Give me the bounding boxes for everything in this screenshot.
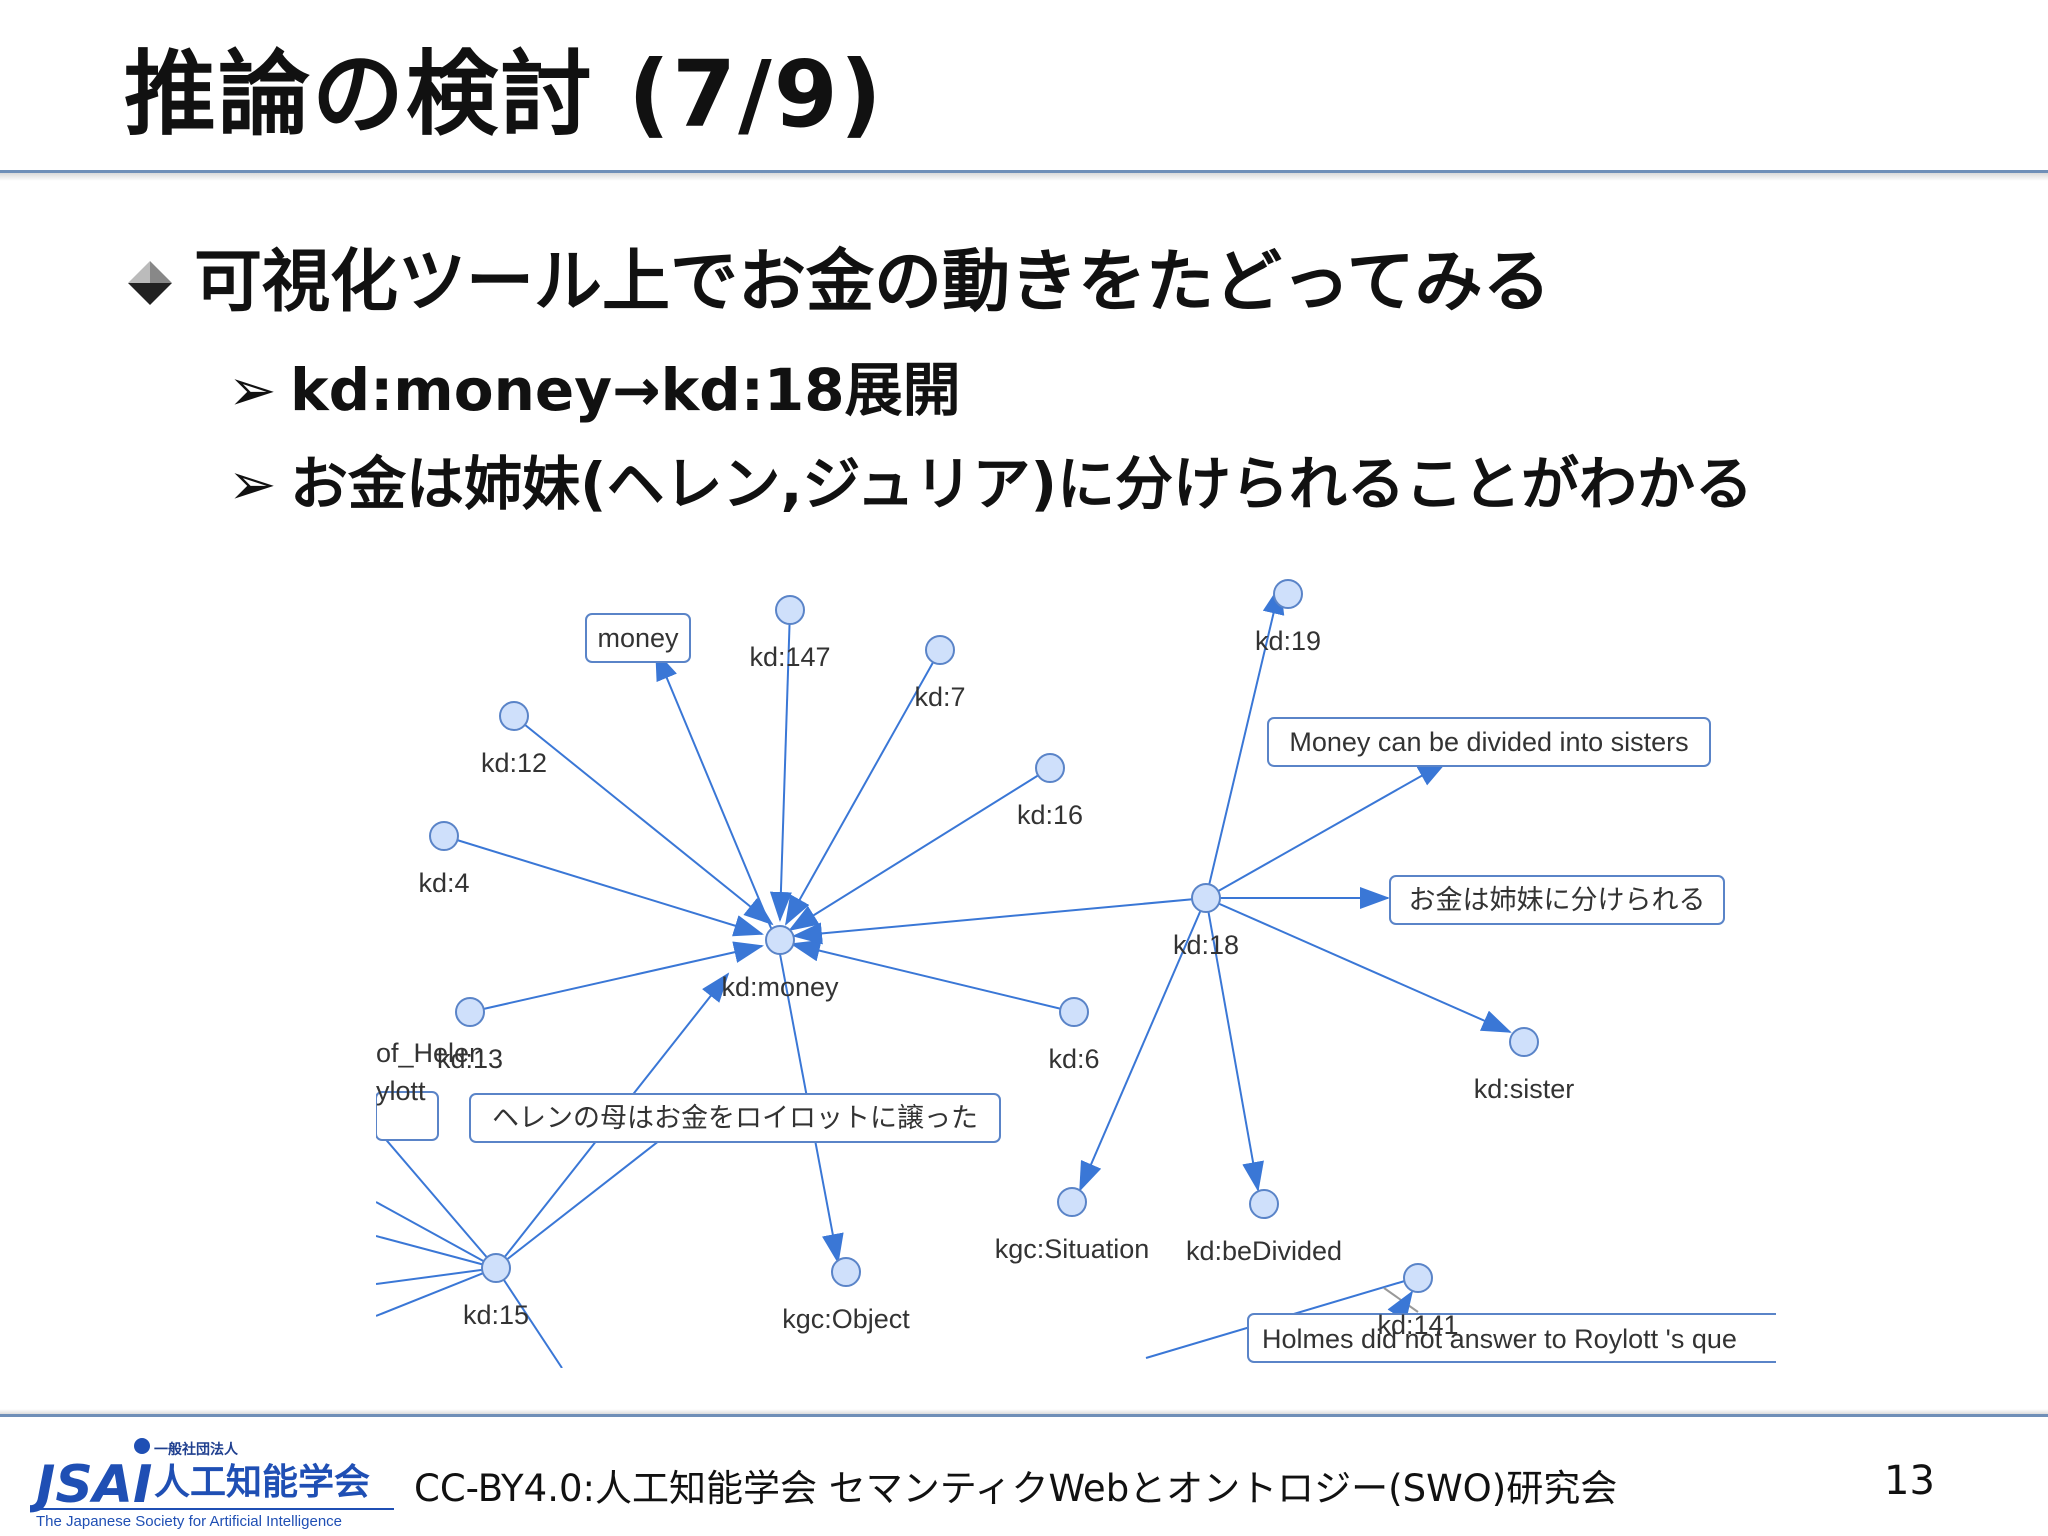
edge-18-19	[1205, 584, 1285, 899]
node-kd-bedivided[interactable]	[1249, 1189, 1279, 1219]
node-kd-18[interactable]	[1191, 883, 1221, 913]
box-jp-sisters[interactable]	[1389, 875, 1725, 925]
page-number: 13	[1884, 1458, 1935, 1504]
edge-18-en-box	[1205, 761, 1448, 899]
logo-mark-text: JSAI	[30, 1455, 152, 1515]
node-kd-13[interactable]	[455, 997, 485, 1027]
graph-nodes	[429, 579, 1539, 1293]
node-kgc-object[interactable]	[831, 1257, 861, 1287]
edge-16-money	[788, 767, 1051, 932]
edge-15-out-6	[495, 1267, 563, 1368]
bottom-divider	[0, 1414, 2048, 1417]
main-bullet-text: 可視化ツール上でお金の動きをたどってみる	[194, 243, 1551, 322]
label-kd-sister: kd:sister	[1474, 1074, 1575, 1104]
edge-15-out-5	[376, 1267, 497, 1317]
label-kd-bedivided: kd:beDivided	[1186, 1236, 1342, 1266]
jsai-logo: 一般社団法人 JSAI 人工知能学会 The Japanese Society …	[27, 1436, 400, 1531]
knowledge-graph-screenshot: money Money can be divided into sisters …	[376, 572, 1776, 1368]
top-divider	[0, 170, 2048, 173]
bottom-divider-shadow	[0, 1409, 2048, 1414]
edge-13-money	[469, 941, 764, 1013]
top-divider-shadow	[0, 173, 2048, 181]
edge-4-money	[443, 835, 764, 937]
edge-147-money	[769, 609, 792, 922]
sub-bullet-arrow-icon: ➢	[228, 450, 277, 518]
box-holmes-text: Holmes did not answer to Roylott 's que	[1262, 1324, 1737, 1354]
node-kd-7[interactable]	[925, 635, 955, 665]
node-kd-141[interactable]	[1403, 1263, 1433, 1293]
bullet-arrow-icon	[124, 246, 194, 328]
label-kd-4: kd:4	[418, 868, 469, 898]
node-kd-147[interactable]	[775, 595, 805, 625]
box-ylott[interactable]	[376, 1091, 439, 1141]
sub-bullet-1-text: kd:money→kd:18展開	[290, 356, 961, 424]
edge-18-situation	[1079, 897, 1207, 1192]
edge-18-money	[792, 897, 1207, 945]
edge-15-out-2	[376, 1201, 497, 1269]
box-jp-helen[interactable]	[469, 1093, 1001, 1143]
box-money-text: money	[597, 623, 679, 653]
edge-7-money	[785, 649, 941, 926]
label-kd-money: kd:money	[721, 972, 839, 1002]
node-kd-sister[interactable]	[1509, 1027, 1539, 1057]
label-kd-19: kd:19	[1255, 626, 1321, 656]
slide-title: 推論の検討 (7/9)	[124, 41, 884, 148]
box-en-sisters-text: Money can be divided into sisters	[1289, 727, 1688, 757]
label-of-helen: of_Helen	[376, 1038, 484, 1068]
edge-18-bedivided	[1205, 897, 1264, 1192]
logo-top-text: 一般社団法人	[154, 1441, 239, 1458]
label-kd-12: kd:12	[481, 748, 547, 778]
label-kd-7: kd:7	[914, 682, 965, 712]
license-footer: CC-BY4.0:人工知能学会 セマンティクWebとオントロジー(SWO)研究会	[414, 1467, 1618, 1510]
edge-6-money	[790, 939, 1075, 1013]
box-jp-sisters-text: お金は姉妹に分けられる	[1409, 885, 1706, 915]
label-kd-16: kd:16	[1017, 800, 1083, 830]
edge-15-out-3	[376, 1235, 497, 1269]
node-kd-12[interactable]	[499, 701, 529, 731]
label-kgc-object: kgc:Object	[782, 1304, 910, 1334]
sub-bullet-2: ➢お金は姉妹(ヘレン,ジュリア)に分けられることがわかる	[228, 450, 1753, 520]
logo-sub-text: The Japanese Society for Artificial Inte…	[36, 1513, 342, 1530]
graph-edges	[376, 584, 1512, 1368]
box-en-sisters[interactable]	[1267, 717, 1711, 767]
node-kgc-situation[interactable]	[1057, 1187, 1087, 1217]
box-jp-helen-text: ヘレンの母はお金をロイロットに譲った	[492, 1103, 978, 1133]
node-kd-6[interactable]	[1059, 997, 1089, 1027]
edge-15-out-4	[376, 1267, 497, 1285]
node-kd-4[interactable]	[429, 821, 459, 851]
sub-bullet-2-text: お金は姉妹(ヘレン,ジュリア)に分けられることがわかる	[290, 450, 1753, 518]
label-kd-13: kd:13	[437, 1044, 503, 1074]
node-kd-19[interactable]	[1273, 579, 1303, 609]
label-kd-6: kd:6	[1048, 1044, 1099, 1074]
node-kd-money[interactable]	[765, 925, 795, 955]
edge-money-moneybox	[655, 650, 777, 941]
box-holmes[interactable]	[1247, 1313, 1776, 1363]
edge-12-money	[513, 715, 774, 926]
logo-name-text: 人工知能学会	[154, 1461, 370, 1503]
label-kd-18: kd:18	[1173, 930, 1239, 960]
label-kgc-situation: kgc:Situation	[995, 1234, 1150, 1264]
label-ylott: ylott	[376, 1076, 426, 1106]
label-kd-147: kd:147	[749, 642, 830, 672]
box-money[interactable]	[585, 613, 691, 663]
node-kd-16[interactable]	[1035, 753, 1065, 783]
label-kd-141: kd:141	[1377, 1310, 1458, 1340]
node-kd-15[interactable]	[481, 1253, 511, 1283]
sub-bullet-arrow-icon: ➢	[228, 356, 277, 424]
sub-bullet-1: ➢kd:money→kd:18展開	[228, 356, 961, 426]
edge-18-sister	[1205, 897, 1512, 1033]
label-kd-15: kd:15	[463, 1300, 529, 1330]
main-bullet: 可視化ツール上でお金の動きをたどってみる	[124, 242, 1551, 327]
edge-15-out-1	[376, 1127, 497, 1269]
